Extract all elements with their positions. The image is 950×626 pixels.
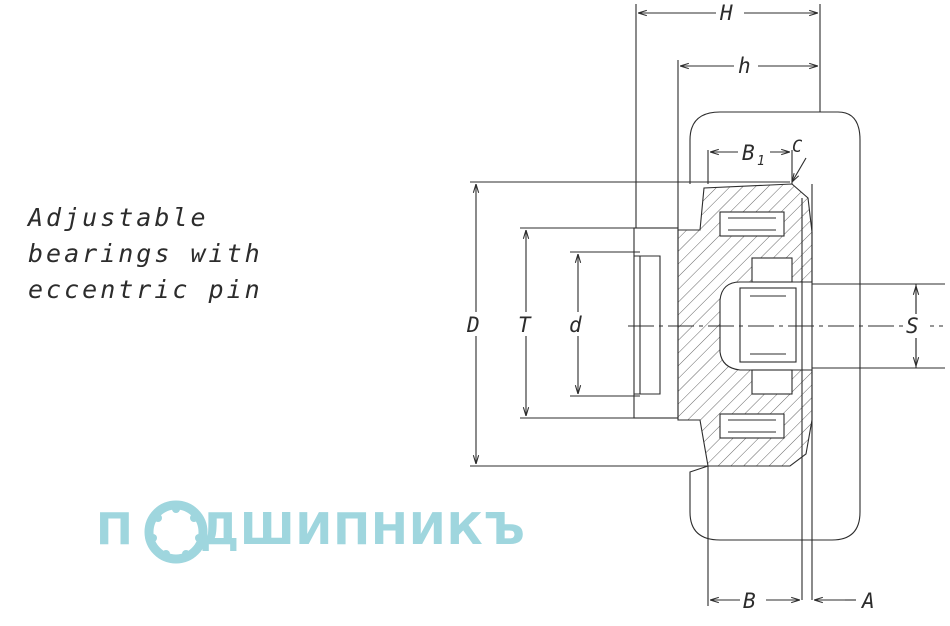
label-D: D bbox=[466, 313, 480, 337]
label-B1-sub: 1 bbox=[757, 154, 765, 169]
logo-text-left: П bbox=[96, 504, 134, 555]
caption-line-2: bearings with bbox=[28, 239, 263, 268]
pin-cone bbox=[639, 255, 661, 395]
label-H: H bbox=[719, 1, 733, 25]
bearing-ring-icon bbox=[144, 500, 208, 564]
label-A: A bbox=[860, 589, 875, 613]
housing-outline bbox=[689, 111, 861, 541]
label-S: S bbox=[906, 314, 919, 338]
caption-line-1: Adjustable bbox=[28, 203, 209, 232]
label-T: T bbox=[518, 313, 532, 337]
label-C: C bbox=[792, 137, 803, 157]
caption: Adjustable bearings with eccentric pin bbox=[28, 200, 263, 308]
label-d: d bbox=[569, 313, 582, 337]
inner-roller bbox=[739, 287, 797, 363]
label-h: h bbox=[738, 54, 751, 78]
label-B: B bbox=[743, 589, 756, 613]
logo-text-right: ДШИПНИКЪ bbox=[199, 504, 526, 555]
outer-roller-top bbox=[719, 211, 785, 237]
label-B1: B bbox=[742, 141, 755, 165]
dim-C-leader bbox=[792, 157, 807, 182]
logo-text: П ДШИПНИКЪ bbox=[96, 500, 526, 560]
caption-line-3: eccentric pin bbox=[28, 275, 263, 304]
outer-roller-bottom bbox=[719, 413, 785, 439]
